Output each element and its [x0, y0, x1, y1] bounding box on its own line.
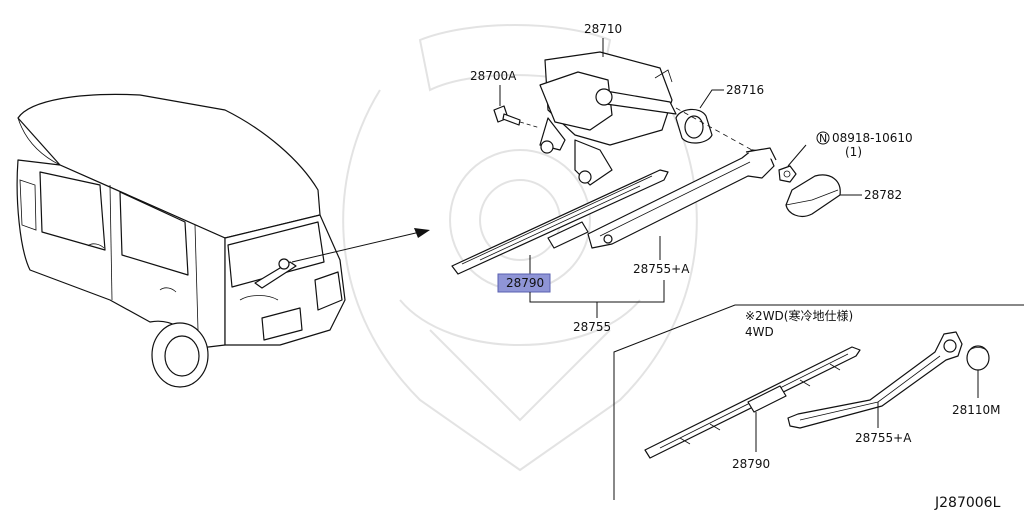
label-cap: 28716 — [726, 83, 764, 97]
label-inset-arm: 28755+A — [855, 431, 912, 445]
label-inset-blade: 28790 — [732, 457, 770, 471]
inset-blade — [644, 346, 861, 459]
label-inset-cap: 28110M — [952, 403, 1001, 417]
label-motor: 28710 — [584, 22, 622, 36]
nut — [778, 165, 797, 183]
nut-symbol: N — [819, 132, 827, 145]
wiper-arm — [587, 147, 777, 249]
wiper-blade — [451, 169, 669, 275]
label-blade-highlight: 28790 — [506, 276, 544, 290]
vehicle-drawing — [16, 93, 346, 388]
label-arm: 28755+A — [633, 262, 690, 276]
pivot-cap — [675, 108, 713, 144]
inset-arm — [787, 331, 963, 429]
pointer-arrow — [291, 228, 430, 263]
label-variant-2wd: ※2WD(寒冷地仕様) — [745, 308, 853, 323]
label-assembly: 28755 — [573, 320, 611, 334]
label-nut-qty: (1) — [845, 145, 862, 159]
label-nut-code: 08918-10610 — [832, 131, 913, 145]
label-variant-4wd: 4WD — [745, 325, 774, 339]
arm-cover — [785, 174, 841, 217]
bolt — [493, 105, 521, 126]
label-bolt: 28700A — [470, 69, 517, 83]
wiper-motor — [539, 51, 677, 186]
inset-cap — [966, 345, 990, 371]
highlight-box — [497, 273, 551, 293]
diagram-id: J287006L — [934, 495, 1001, 511]
inset-border — [613, 304, 1024, 500]
label-arm-cover: 28782 — [864, 188, 902, 202]
